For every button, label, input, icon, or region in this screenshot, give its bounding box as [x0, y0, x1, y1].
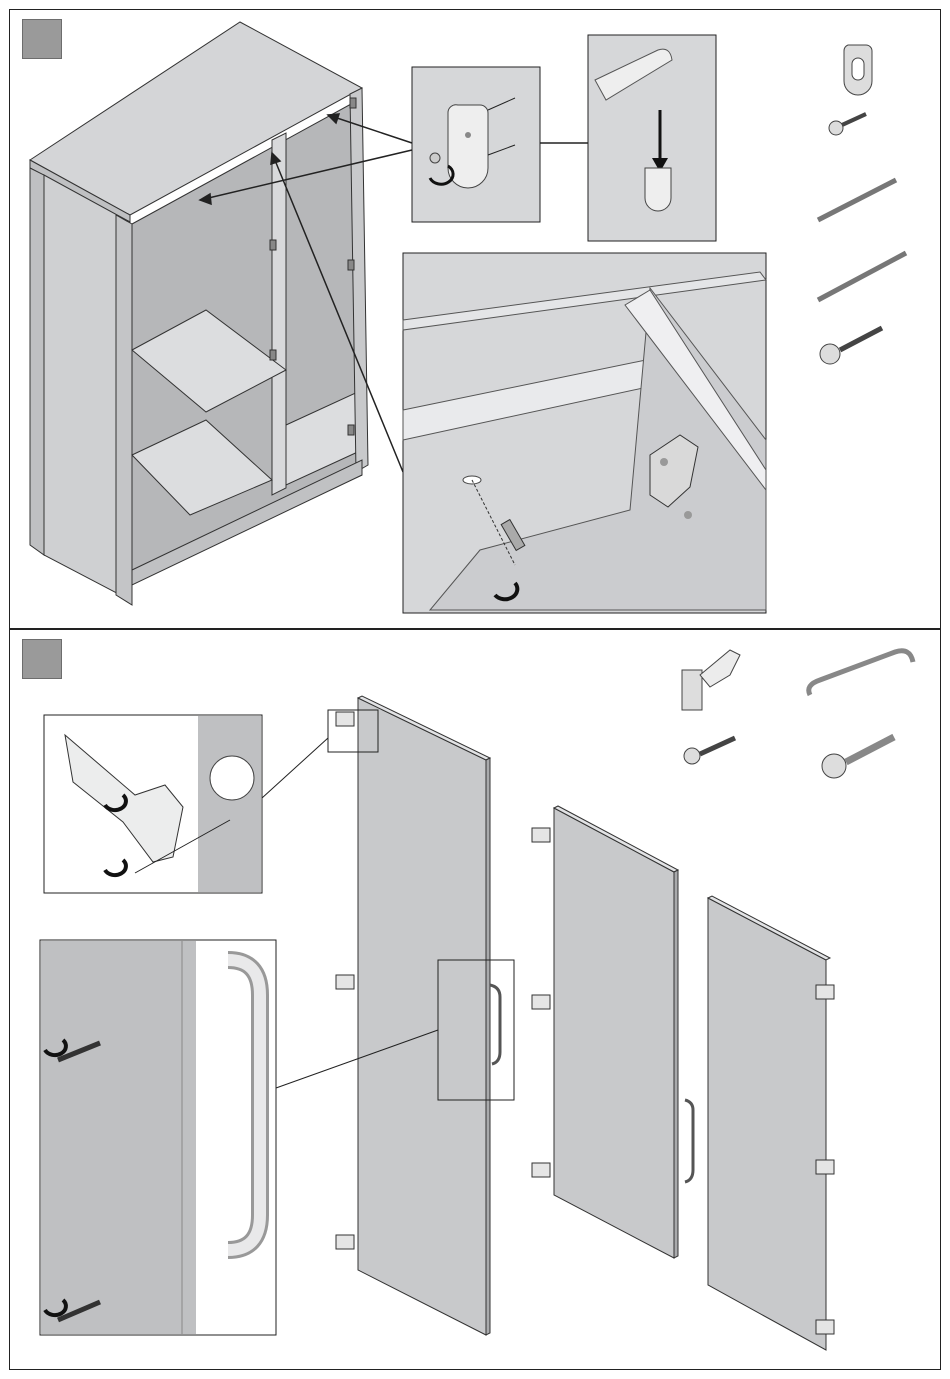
large-door: [358, 696, 490, 1335]
rail-rod-icon: [818, 253, 906, 300]
parts-list: [818, 45, 906, 364]
middle-door: [554, 806, 678, 1258]
rail-insert-detail: [588, 35, 716, 241]
connector-detail: [403, 253, 766, 613]
parts-list-step-2: [682, 650, 913, 778]
step-2-panel: [9, 629, 941, 1370]
hinge-icon: [682, 650, 740, 710]
hinge-detail: [44, 715, 262, 893]
handle-detail: [40, 940, 276, 1335]
rail-rod-icon: [818, 180, 896, 220]
small-door: [708, 896, 830, 1350]
rail-holder-icon: [844, 45, 872, 95]
rail-holder-detail: [412, 67, 540, 222]
step-2-illustration: [10, 630, 942, 1371]
wardrobe-carcass: [30, 22, 368, 605]
long-screw-icon: [820, 328, 882, 364]
handle-screw-icon: [822, 737, 894, 778]
short-screw-icon: [829, 114, 866, 135]
step-1-illustration: [10, 10, 942, 630]
handle-icon: [809, 651, 913, 695]
short-screw-icon: [684, 738, 735, 764]
step-1-panel: [9, 9, 941, 629]
